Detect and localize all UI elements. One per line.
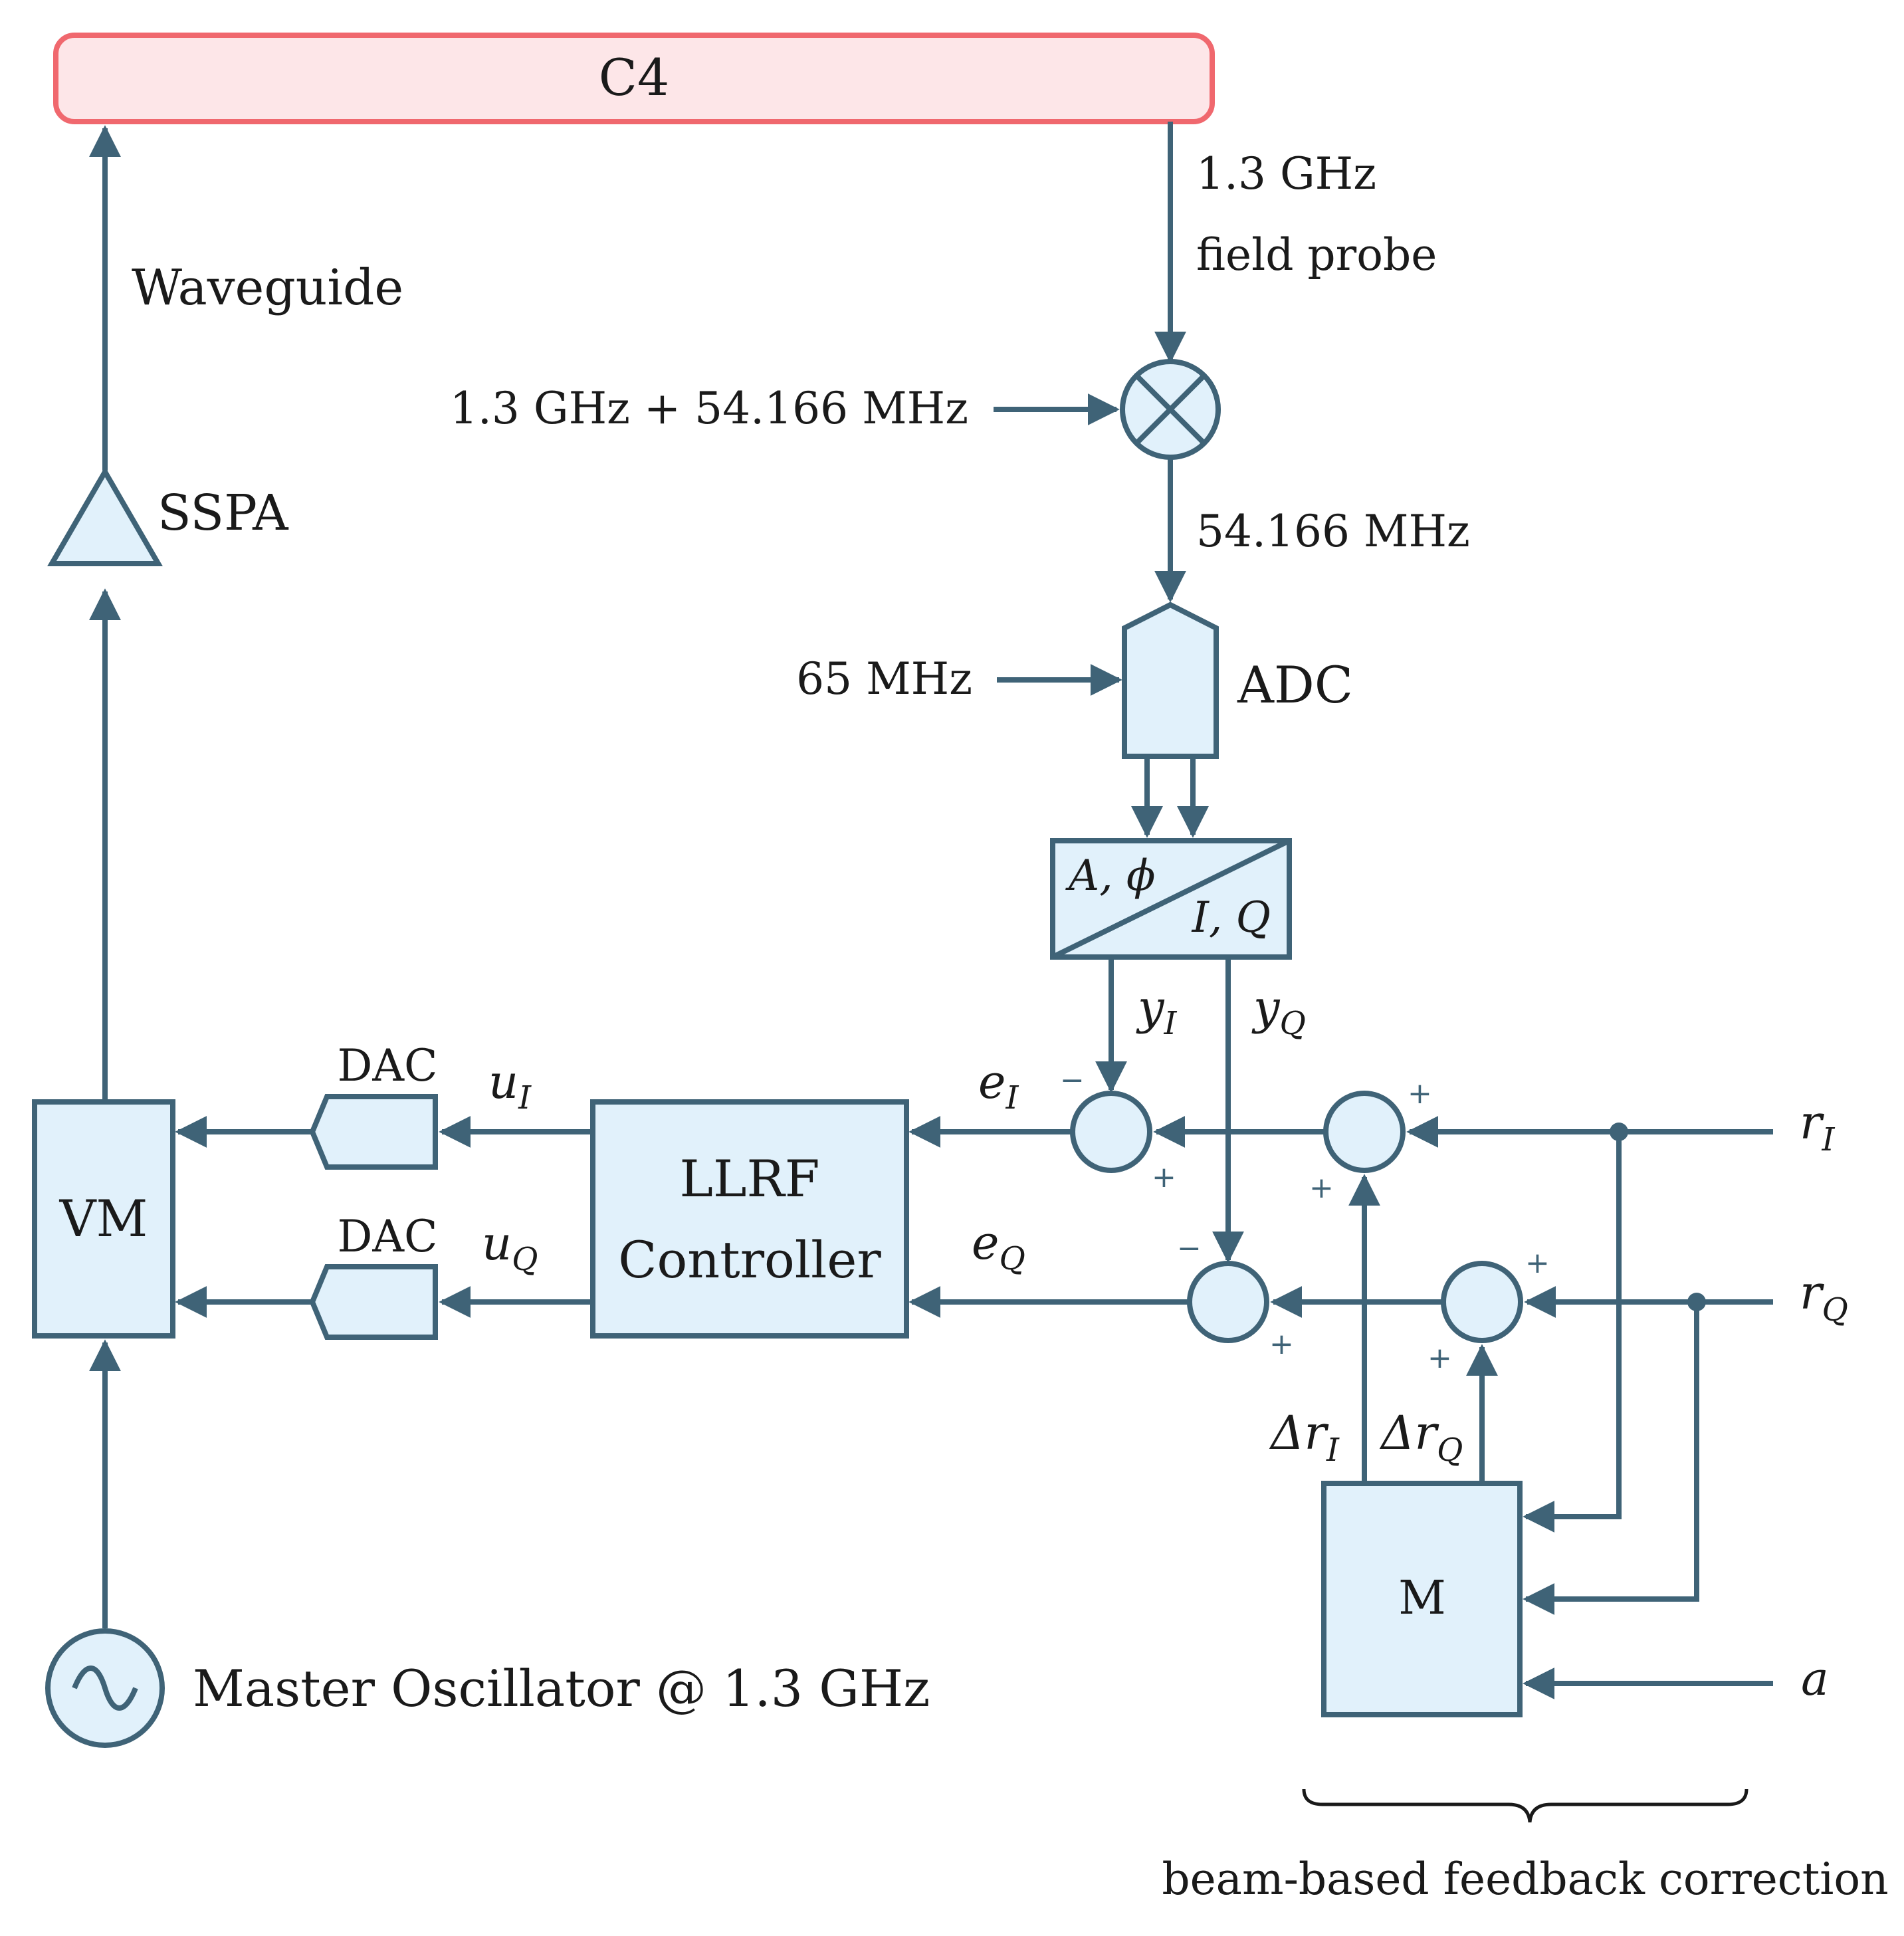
probe-name-label: field probe bbox=[1196, 229, 1437, 280]
sspa-label: SSPA bbox=[158, 484, 289, 542]
mixer bbox=[1120, 359, 1221, 460]
probe-freq-label: 1.3 GHz bbox=[1196, 148, 1376, 199]
feedback-brace bbox=[1302, 1788, 1748, 1823]
drQ-label: ΔrQ bbox=[1379, 1406, 1463, 1469]
yI-label: yI bbox=[1136, 980, 1178, 1042]
sum-ref-I bbox=[1323, 1091, 1406, 1173]
waveguide-label: Waveguide bbox=[132, 259, 403, 316]
sign-plus-rI: + bbox=[1408, 1077, 1432, 1111]
sign-plus-rQ: + bbox=[1525, 1246, 1550, 1280]
vector-modulator bbox=[32, 1099, 175, 1339]
adc-block bbox=[1122, 601, 1219, 759]
master-oscillator-label: Master Oscillator @ 1.3 GHz bbox=[193, 1659, 930, 1718]
controller-line1: LLRF bbox=[680, 1149, 820, 1208]
rI-to-model bbox=[1523, 1132, 1622, 1533]
llrf-controller bbox=[590, 1099, 909, 1339]
uI-label: uI bbox=[488, 1055, 532, 1117]
eI-label: eI bbox=[978, 1055, 1019, 1117]
sum-error-I bbox=[1070, 1091, 1152, 1173]
sum-ref-Q bbox=[1441, 1261, 1523, 1343]
converter-in-label: A, ϕ bbox=[1065, 851, 1156, 901]
sign-minus-Q: − bbox=[1177, 1232, 1202, 1265]
dac-bottom bbox=[309, 1264, 438, 1340]
if-label: 54.166 MHz bbox=[1196, 506, 1470, 557]
sign-plus-eI: + bbox=[1152, 1160, 1176, 1194]
model-block bbox=[1321, 1481, 1523, 1717]
adc-label: ADC bbox=[1237, 655, 1353, 714]
drI-label: ΔrI bbox=[1269, 1406, 1340, 1469]
vm-label: VM bbox=[59, 1189, 148, 1248]
sign-plus-drQ: + bbox=[1428, 1341, 1452, 1375]
converter-out-label: I, Q bbox=[1192, 893, 1271, 942]
lo-label: 1.3 GHz + 54.166 MHz bbox=[450, 383, 968, 434]
sine-wave-icon bbox=[72, 1666, 138, 1711]
sign-plus-drI: + bbox=[1309, 1171, 1334, 1205]
model-label: M bbox=[1398, 1570, 1446, 1625]
polar-to-iq-converter bbox=[1050, 838, 1292, 960]
eQ-label: eQ bbox=[972, 1216, 1025, 1277]
uQ-label: uQ bbox=[482, 1216, 538, 1278]
dac-top bbox=[309, 1094, 438, 1170]
a-label: a bbox=[1801, 1652, 1829, 1706]
sign-minus-I: − bbox=[1060, 1063, 1085, 1097]
rQ-to-model bbox=[1523, 1302, 1699, 1615]
cavity-label: C4 bbox=[599, 48, 670, 107]
yQ-label: yQ bbox=[1251, 980, 1306, 1042]
dac-bottom-label: DAC bbox=[337, 1211, 437, 1262]
feedback-label: beam-based feedback correction bbox=[1162, 1854, 1888, 1905]
dac-top-label: DAC bbox=[337, 1040, 437, 1091]
sum-error-Q bbox=[1187, 1261, 1269, 1343]
rI-label: rI bbox=[1800, 1095, 1835, 1158]
rQ-label: rQ bbox=[1800, 1265, 1848, 1329]
master-oscillator bbox=[45, 1628, 165, 1748]
sign-plus-eQ: + bbox=[1269, 1327, 1294, 1361]
adc-clock-label: 65 MHz bbox=[796, 653, 972, 704]
cavity-c4: C4 bbox=[53, 33, 1215, 124]
controller-line2: Controller bbox=[618, 1230, 881, 1289]
sspa-amplifier bbox=[47, 467, 163, 566]
